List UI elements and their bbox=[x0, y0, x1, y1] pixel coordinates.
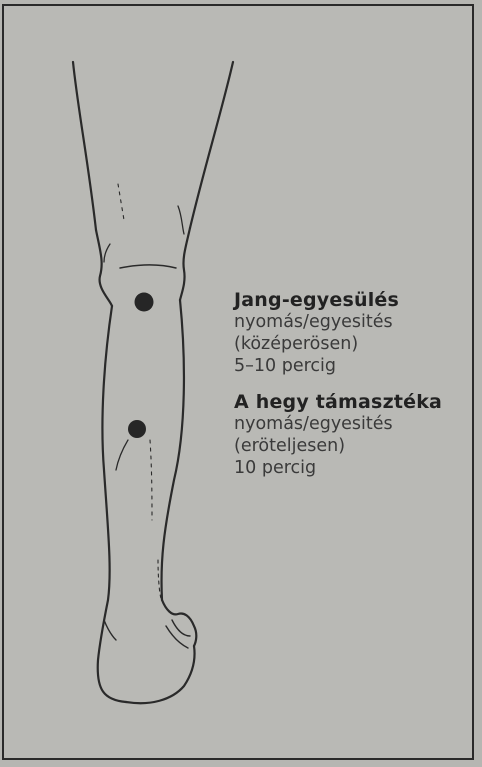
knee-detail-right bbox=[178, 206, 184, 234]
thigh-right-outline bbox=[190, 62, 233, 228]
point-duration: 5–10 percig bbox=[234, 355, 479, 377]
thigh-detail bbox=[118, 184, 124, 220]
knee-right-outline bbox=[180, 228, 190, 300]
point-method: nyomás/egyesités bbox=[234, 311, 479, 333]
toe-line-1 bbox=[172, 620, 190, 636]
ankle-line bbox=[104, 620, 116, 640]
point-method: nyomás/egyesités bbox=[234, 413, 479, 435]
point-block-a-hegy-tamaszteka: A hegy támasztéka nyomás/egyesités (eröt… bbox=[234, 391, 479, 479]
point-labels: Jang-egyesülés nyomás/egyesités (középer… bbox=[234, 289, 479, 493]
thigh-left-outline bbox=[73, 62, 96, 230]
shin-detail-1 bbox=[116, 440, 128, 470]
knee-crease bbox=[120, 265, 176, 268]
point-duration: 10 percig bbox=[234, 457, 479, 479]
shin-detail-2 bbox=[150, 440, 152, 520]
knee-detail-left bbox=[104, 244, 110, 262]
heel-outline bbox=[126, 646, 195, 703]
point-marker-jang-egyesules bbox=[135, 293, 154, 312]
knee-left-outline bbox=[96, 230, 112, 306]
point-intensity: (középerösen) bbox=[234, 333, 479, 355]
point-title: A hegy támasztéka bbox=[234, 391, 479, 413]
calf-right-outline bbox=[162, 300, 184, 600]
point-title: Jang-egyesülés bbox=[234, 289, 479, 311]
shin-left-outline bbox=[98, 306, 126, 702]
point-marker-a-hegy-tamaszteka bbox=[128, 420, 146, 438]
foot-toes bbox=[162, 600, 196, 646]
point-intensity: (eröteljesen) bbox=[234, 435, 479, 457]
point-block-jang-egyesules: Jang-egyesülés nyomás/egyesités (középer… bbox=[234, 289, 479, 377]
